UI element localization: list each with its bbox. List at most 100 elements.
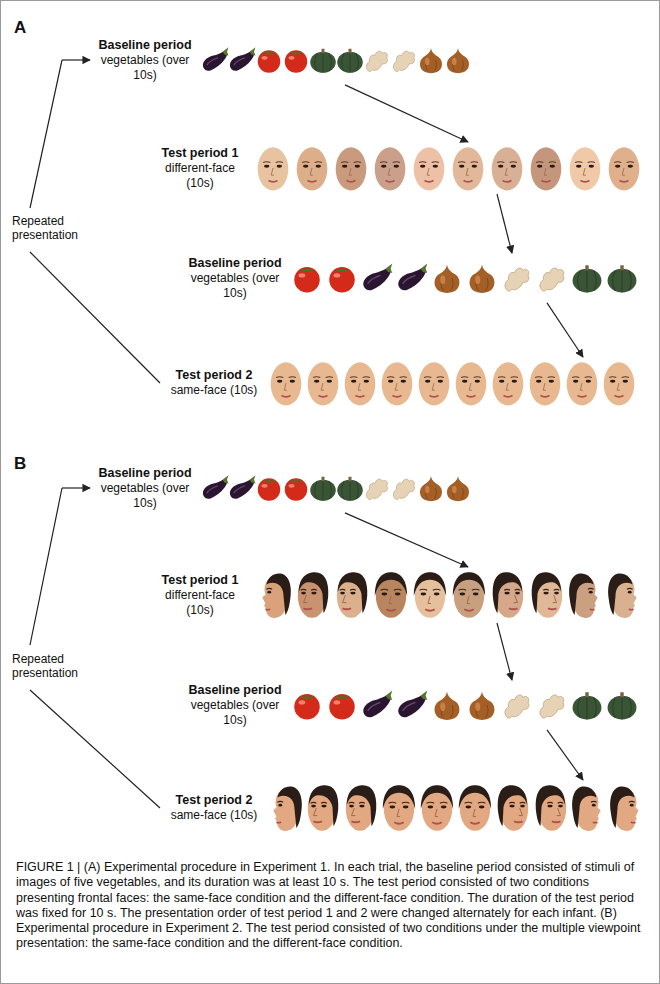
onion-image — [470, 264, 495, 292]
eggplant-image — [230, 47, 256, 71]
squash-image — [310, 49, 336, 73]
tomato-image — [285, 50, 308, 73]
face-image — [453, 147, 484, 190]
face-image — [263, 574, 291, 618]
tomato-image — [329, 267, 355, 293]
period-band: Test period 1different-face (10s) — [150, 567, 646, 623]
tomato-image — [258, 478, 281, 501]
onion-image — [435, 264, 460, 292]
face-image — [271, 362, 302, 405]
period-band: Baseline periodvegetables (over 10s) — [185, 253, 641, 303]
ginger-image — [366, 479, 387, 499]
bracket-arrow — [62, 59, 90, 60]
onion-image — [420, 476, 442, 501]
period-note: same-face (10s) — [165, 383, 263, 397]
face-image — [337, 572, 368, 618]
period-band: Baseline periodvegetables (over 10s) — [95, 35, 475, 85]
face-image — [532, 572, 563, 618]
squash-image — [573, 692, 602, 719]
ginger-image — [505, 695, 529, 718]
face-image — [459, 785, 491, 831]
eggplant-image — [363, 691, 392, 718]
period-heading: Baseline period — [95, 466, 195, 481]
flow-arrow — [547, 730, 583, 780]
flow-arrow — [345, 513, 468, 567]
flow-arrow — [497, 623, 512, 680]
panel-letter: A — [6, 12, 26, 38]
bracket-arrow — [62, 487, 90, 488]
ginger-image — [366, 51, 387, 71]
onion-image — [447, 48, 469, 73]
face-image — [383, 785, 415, 831]
eggplant-image — [203, 47, 229, 71]
face-image — [308, 785, 339, 831]
face-image — [414, 572, 446, 618]
period-band: Test period 1different-face (10s) — [150, 142, 644, 194]
eggplant-image — [230, 475, 256, 499]
eggplant-image — [398, 264, 427, 291]
tomato-image — [294, 267, 320, 293]
face-image — [375, 572, 407, 618]
period-band: Baseline periodvegetables (over 10s) — [185, 680, 641, 730]
squash-image — [337, 49, 363, 73]
period-heading: Baseline period — [185, 683, 285, 698]
onion-image — [447, 476, 469, 501]
period-band: Test period 2same-face (10s) — [165, 780, 648, 836]
squash-image — [337, 477, 363, 501]
figure-caption: FIGURE 1 | (A) Experimental procedure in… — [16, 860, 644, 952]
period-note: different-face (10s) — [150, 588, 250, 617]
face-image — [308, 362, 339, 405]
face-image — [608, 574, 636, 618]
face-image — [453, 572, 485, 618]
period-note: same-face (10s) — [165, 808, 263, 822]
period-heading: Test period 1 — [150, 146, 250, 161]
face-image — [375, 147, 406, 190]
face-image — [570, 147, 601, 190]
face-image — [456, 362, 487, 405]
period-heading: Baseline period — [185, 256, 285, 271]
squash-image — [310, 477, 336, 501]
onion-image — [435, 691, 460, 719]
face-image — [610, 787, 638, 831]
ginger-image — [393, 51, 414, 71]
onion-image — [420, 48, 442, 73]
bracket-label: Repeated presentation — [12, 214, 92, 243]
eggplant-image — [363, 264, 392, 291]
face-image — [569, 574, 597, 618]
squash-image — [608, 692, 637, 719]
panel-letter: B — [6, 448, 26, 474]
flow-arrow — [497, 194, 512, 253]
face-image — [604, 362, 635, 405]
face-image — [419, 362, 450, 405]
eggplant-image — [203, 475, 229, 499]
squash-image — [608, 265, 637, 292]
bracket-label: Repeated presentation — [12, 652, 92, 681]
tomato-image — [258, 50, 281, 73]
ginger-image — [393, 479, 414, 499]
face-image — [498, 785, 529, 831]
face-image — [421, 785, 453, 831]
repeat-bracket — [30, 488, 160, 808]
period-band: Test period 2same-face (10s) — [165, 357, 639, 409]
period-note: different-face (10s) — [150, 161, 250, 190]
face-image — [493, 572, 524, 618]
ginger-image — [540, 695, 564, 718]
face-image — [382, 362, 413, 405]
panel-region: ABaseline periodvegetables (over 10s)Tes… — [6, 12, 654, 442]
period-band: Baseline periodvegetables (over 10s) — [95, 463, 475, 513]
face-image — [414, 147, 445, 190]
face-image — [346, 785, 377, 831]
tomato-image — [329, 694, 355, 720]
face-image — [298, 572, 329, 618]
flow-arrow — [547, 303, 583, 357]
onion-image — [470, 691, 495, 719]
face-image — [274, 787, 302, 831]
face-image — [492, 147, 523, 190]
face-image — [258, 147, 289, 190]
face-image — [536, 785, 567, 831]
face-image — [530, 362, 561, 405]
face-image — [531, 147, 562, 190]
period-note: vegetables (over 10s) — [95, 53, 195, 82]
